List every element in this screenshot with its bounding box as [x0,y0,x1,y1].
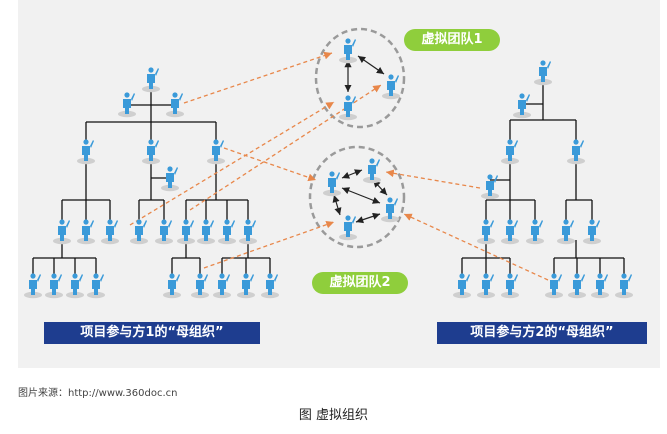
person-icon [101,219,119,245]
person-icon [339,38,357,64]
person-icon [513,93,531,119]
person-icon [77,139,95,165]
person-icon [66,273,84,299]
person-icon [501,219,519,245]
person-icon [363,158,381,184]
person-icon [213,273,231,299]
person-icon [568,273,586,299]
parent-org-1-label: 项目参与方1的“母组织” [44,322,260,344]
person-icon [382,74,400,100]
virtual-team-2-circle [308,145,406,249]
person-icon [163,273,181,299]
person-icon [481,174,499,200]
person-icon [526,219,544,245]
person-icon [207,139,225,165]
team-internal-arrows [332,55,388,224]
person-icon [477,273,495,299]
person-icon [477,219,495,245]
person-icon [197,219,215,245]
person-icon [453,273,471,299]
person-icon [339,95,357,121]
person-icon [142,139,160,165]
person-icon [323,171,341,197]
person-icon [557,219,575,245]
person-icon [501,139,519,165]
person-icon [218,219,236,245]
person-icon [177,219,195,245]
person-icon [261,273,279,299]
person-icon [567,139,585,165]
person-icon [191,273,209,299]
person-icon [381,197,399,223]
person-icon [45,273,63,299]
person-icon [591,273,609,299]
person-icon [77,219,95,245]
person-icon [142,67,160,93]
diagram-panel [18,0,660,368]
virtual-team-1-label: 虚拟团队1 [404,29,500,51]
virtual-team-people [323,38,400,241]
person-icon [239,219,257,245]
person-icon [339,215,357,241]
person-icon [237,273,255,299]
person-icon [534,60,552,86]
person-icon [24,273,42,299]
left-org-tree [32,85,271,276]
person-icon [87,273,105,299]
person-icon [545,273,563,299]
assignment-arrows [129,51,549,281]
right-org-tree [461,80,625,276]
parent-org-2-label: 项目参与方2的“母组织” [437,322,647,344]
image-source: 图片来源：http://www.360doc.cn [18,388,178,399]
virtual-team-2-label: 虚拟团队2 [312,272,408,294]
virtual-team-1-circle [314,27,406,129]
figure-caption: 图 虚拟组织 [298,408,369,423]
person-icon [53,219,71,245]
person-icon [615,273,633,299]
person-icon [501,273,519,299]
person-icon [583,219,601,245]
person-icon [161,166,179,192]
person-icon [155,219,173,245]
